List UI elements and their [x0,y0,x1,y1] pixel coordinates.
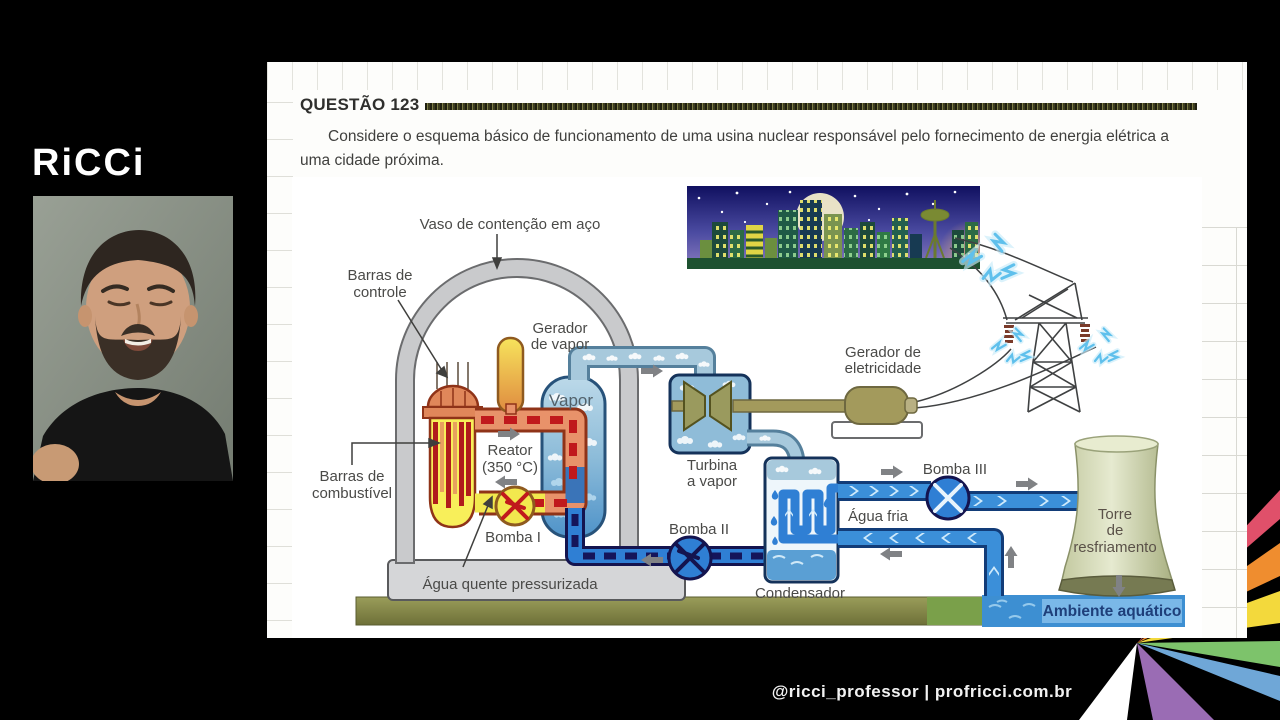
stars [697,190,957,224]
label-steam-generator-2: de vapor [531,336,589,353]
ray-white [1079,643,1137,720]
pressurizer [496,336,525,414]
question-number: QUESTÃO 123 [300,95,420,114]
pump-bomba2 [667,535,713,581]
tower-label-line3: resfriamento [1073,539,1156,556]
tower-label-line2: de [1107,522,1124,539]
grid-paper-top [267,62,1247,90]
label-turbine-2: a vapor [687,473,737,490]
ray-green [1137,641,1280,667]
label-pump1: Bomba I [485,529,541,546]
tower-label-line1: Torre [1098,506,1132,523]
leader-lines [351,234,503,568]
label-control-rods-1: Barras de [347,267,412,284]
eye-left [107,300,131,307]
hand [33,444,79,481]
label-cold-water: Água fria [848,508,909,525]
grid-paper-right [1200,227,1247,638]
nuclear-plant-diagram: Torre de resfriamento [292,177,1202,638]
eye-right [149,300,173,307]
electric-generator [831,386,923,439]
grid-paper-left [267,102,293,638]
presenter-avatar [33,196,233,481]
label-turbine-1: Turbina [687,457,738,474]
ray-blue [1137,643,1280,701]
label-vapor: Vapor [549,391,593,410]
question-text-line2: uma cidade próxima. [300,152,444,169]
neck [115,392,161,406]
transmission-pylon [1003,282,1088,413]
city-skyline-image [687,186,980,269]
grass-shore [927,597,987,625]
teeth [125,339,151,346]
mustache [121,324,155,336]
hair [80,230,196,306]
label-fuel-rods-2: combustível [312,485,392,502]
eyebrow-right [147,284,175,293]
steam-turbine [668,373,848,455]
label-generator-1: Gerador de [845,344,921,361]
city-buildings [700,200,978,262]
ground [355,596,991,626]
label-reactor-2: (350 °C) [482,459,538,476]
social-handle: @ricci_professor | profricci.com.br [771,682,1073,701]
pump-bomba3 [925,475,971,521]
ricci-logo: RiCCi [32,142,146,184]
condenser [763,456,840,584]
containment-pedestal [387,559,686,601]
question-text-line1: Considere o esquema básico de funcioname… [328,128,1169,145]
label-generator-2: eletricidade [845,360,922,377]
question-slide: QUESTÃO 123 Considere o esquema básico d… [267,62,1247,638]
ray-purple [1137,643,1214,720]
pressurizer-neck [505,403,517,415]
containment-vessel [395,258,639,564]
steam-pipe [568,346,716,380]
label-fuel-rods-1: Barras de [319,468,384,485]
label-pump3: Bomba III [923,461,987,478]
label-containment: Vaso de contenção em aço [420,216,601,233]
label-reactor-1: Reator [487,442,532,459]
fuel-rods [433,422,471,508]
label-steam-generator-1: Gerador [532,320,587,337]
turbine-blade-right [709,380,732,432]
aquatic-label-box [1042,599,1182,623]
shaft [732,399,848,413]
cooling-tubes [778,483,838,544]
pump-bomba1 [494,485,536,527]
presenter-webcam [33,196,233,481]
turbine-blade-left [683,380,706,432]
label-hot-water: Água quente pressurizada [422,576,598,593]
label-control-rods-2: controle [353,284,406,301]
shirt [33,388,233,481]
eyebrow-left [101,284,129,293]
diagram-labels: Vaso de contenção em aço Barras de contr… [312,216,987,602]
insulators [1004,324,1090,343]
label-pump2: Bomba II [669,521,729,538]
aquatic-label: Ambiente aquático [1043,603,1182,620]
reactor [422,362,483,529]
question-rule [425,103,1197,110]
tv-tower [920,200,950,259]
label-condenser: Condensador [755,585,845,602]
cooling-loop [838,481,1085,596]
